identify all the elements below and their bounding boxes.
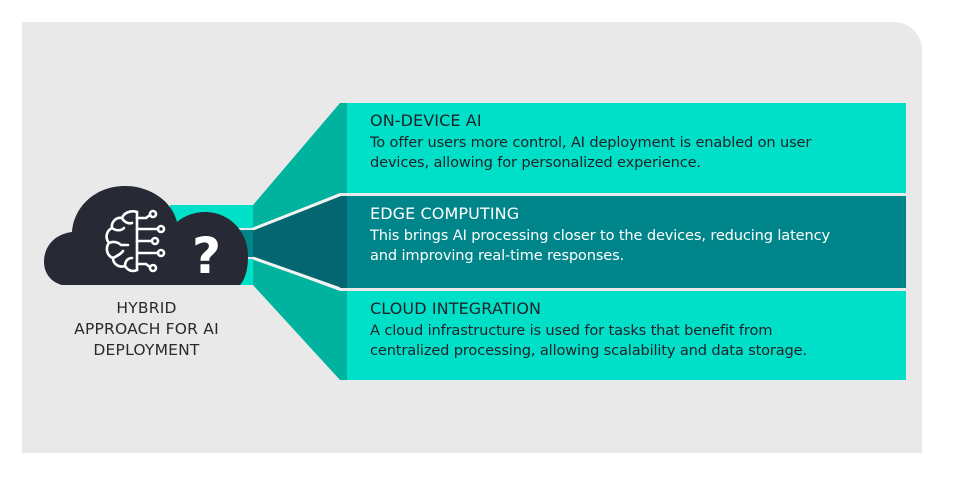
item-cloud-integration: CLOUD INTEGRATION A cloud infrastructure… [347,291,906,380]
connector-cloud [253,259,340,380]
caption-line: APPROACH FOR AI [74,320,219,338]
item-title: ON-DEVICE AI [370,111,482,130]
item-title: EDGE COMPUTING [370,204,520,223]
description-line: To offer users more control, AI deployme… [370,134,812,151]
item-title: CLOUD INTEGRATION [370,299,542,318]
caption-line: HYBRID [116,299,177,317]
cloud-icon [44,186,248,285]
item-description: To offer users more control, AI deployme… [370,133,906,172]
box-bg-edge [347,196,906,288]
item-description: A cloud infrastructure is used for tasks… [370,321,906,360]
brain-circuit-icon [105,209,166,273]
item-on-device-ai: ON-DEVICE AI To offer users more control… [347,103,906,193]
hub-caption: HYBRID APPROACH FOR AI DEPLOYMENT [44,298,249,361]
item-description: This brings AI processing closer to the … [370,226,906,265]
description-line: and improving real-time responses. [370,246,625,264]
description-line: centralized processing, allowing scalabi… [370,341,807,359]
connector-on-device [253,103,340,228]
item-edge-computing: EDGE COMPUTING This brings AI processing… [347,196,906,288]
separator-line [252,256,343,291]
description-line: A cloud infrastructure is used for tasks… [370,322,773,339]
separator-line [252,192,343,231]
caption-line: DEPLOYMENT [93,341,200,359]
box-edge-edge [340,196,347,288]
description-line: This brings AI processing closer to the … [370,227,830,244]
box-bg-cloud [347,291,906,380]
box-edge-cloud [340,291,347,380]
question-mark-icon: ? [192,227,221,285]
description-line: devices, allowing for personalized exper… [370,153,701,171]
connector-edge [253,196,340,288]
box-bg-on-device [347,103,906,193]
box-edge-on-device [340,103,347,193]
